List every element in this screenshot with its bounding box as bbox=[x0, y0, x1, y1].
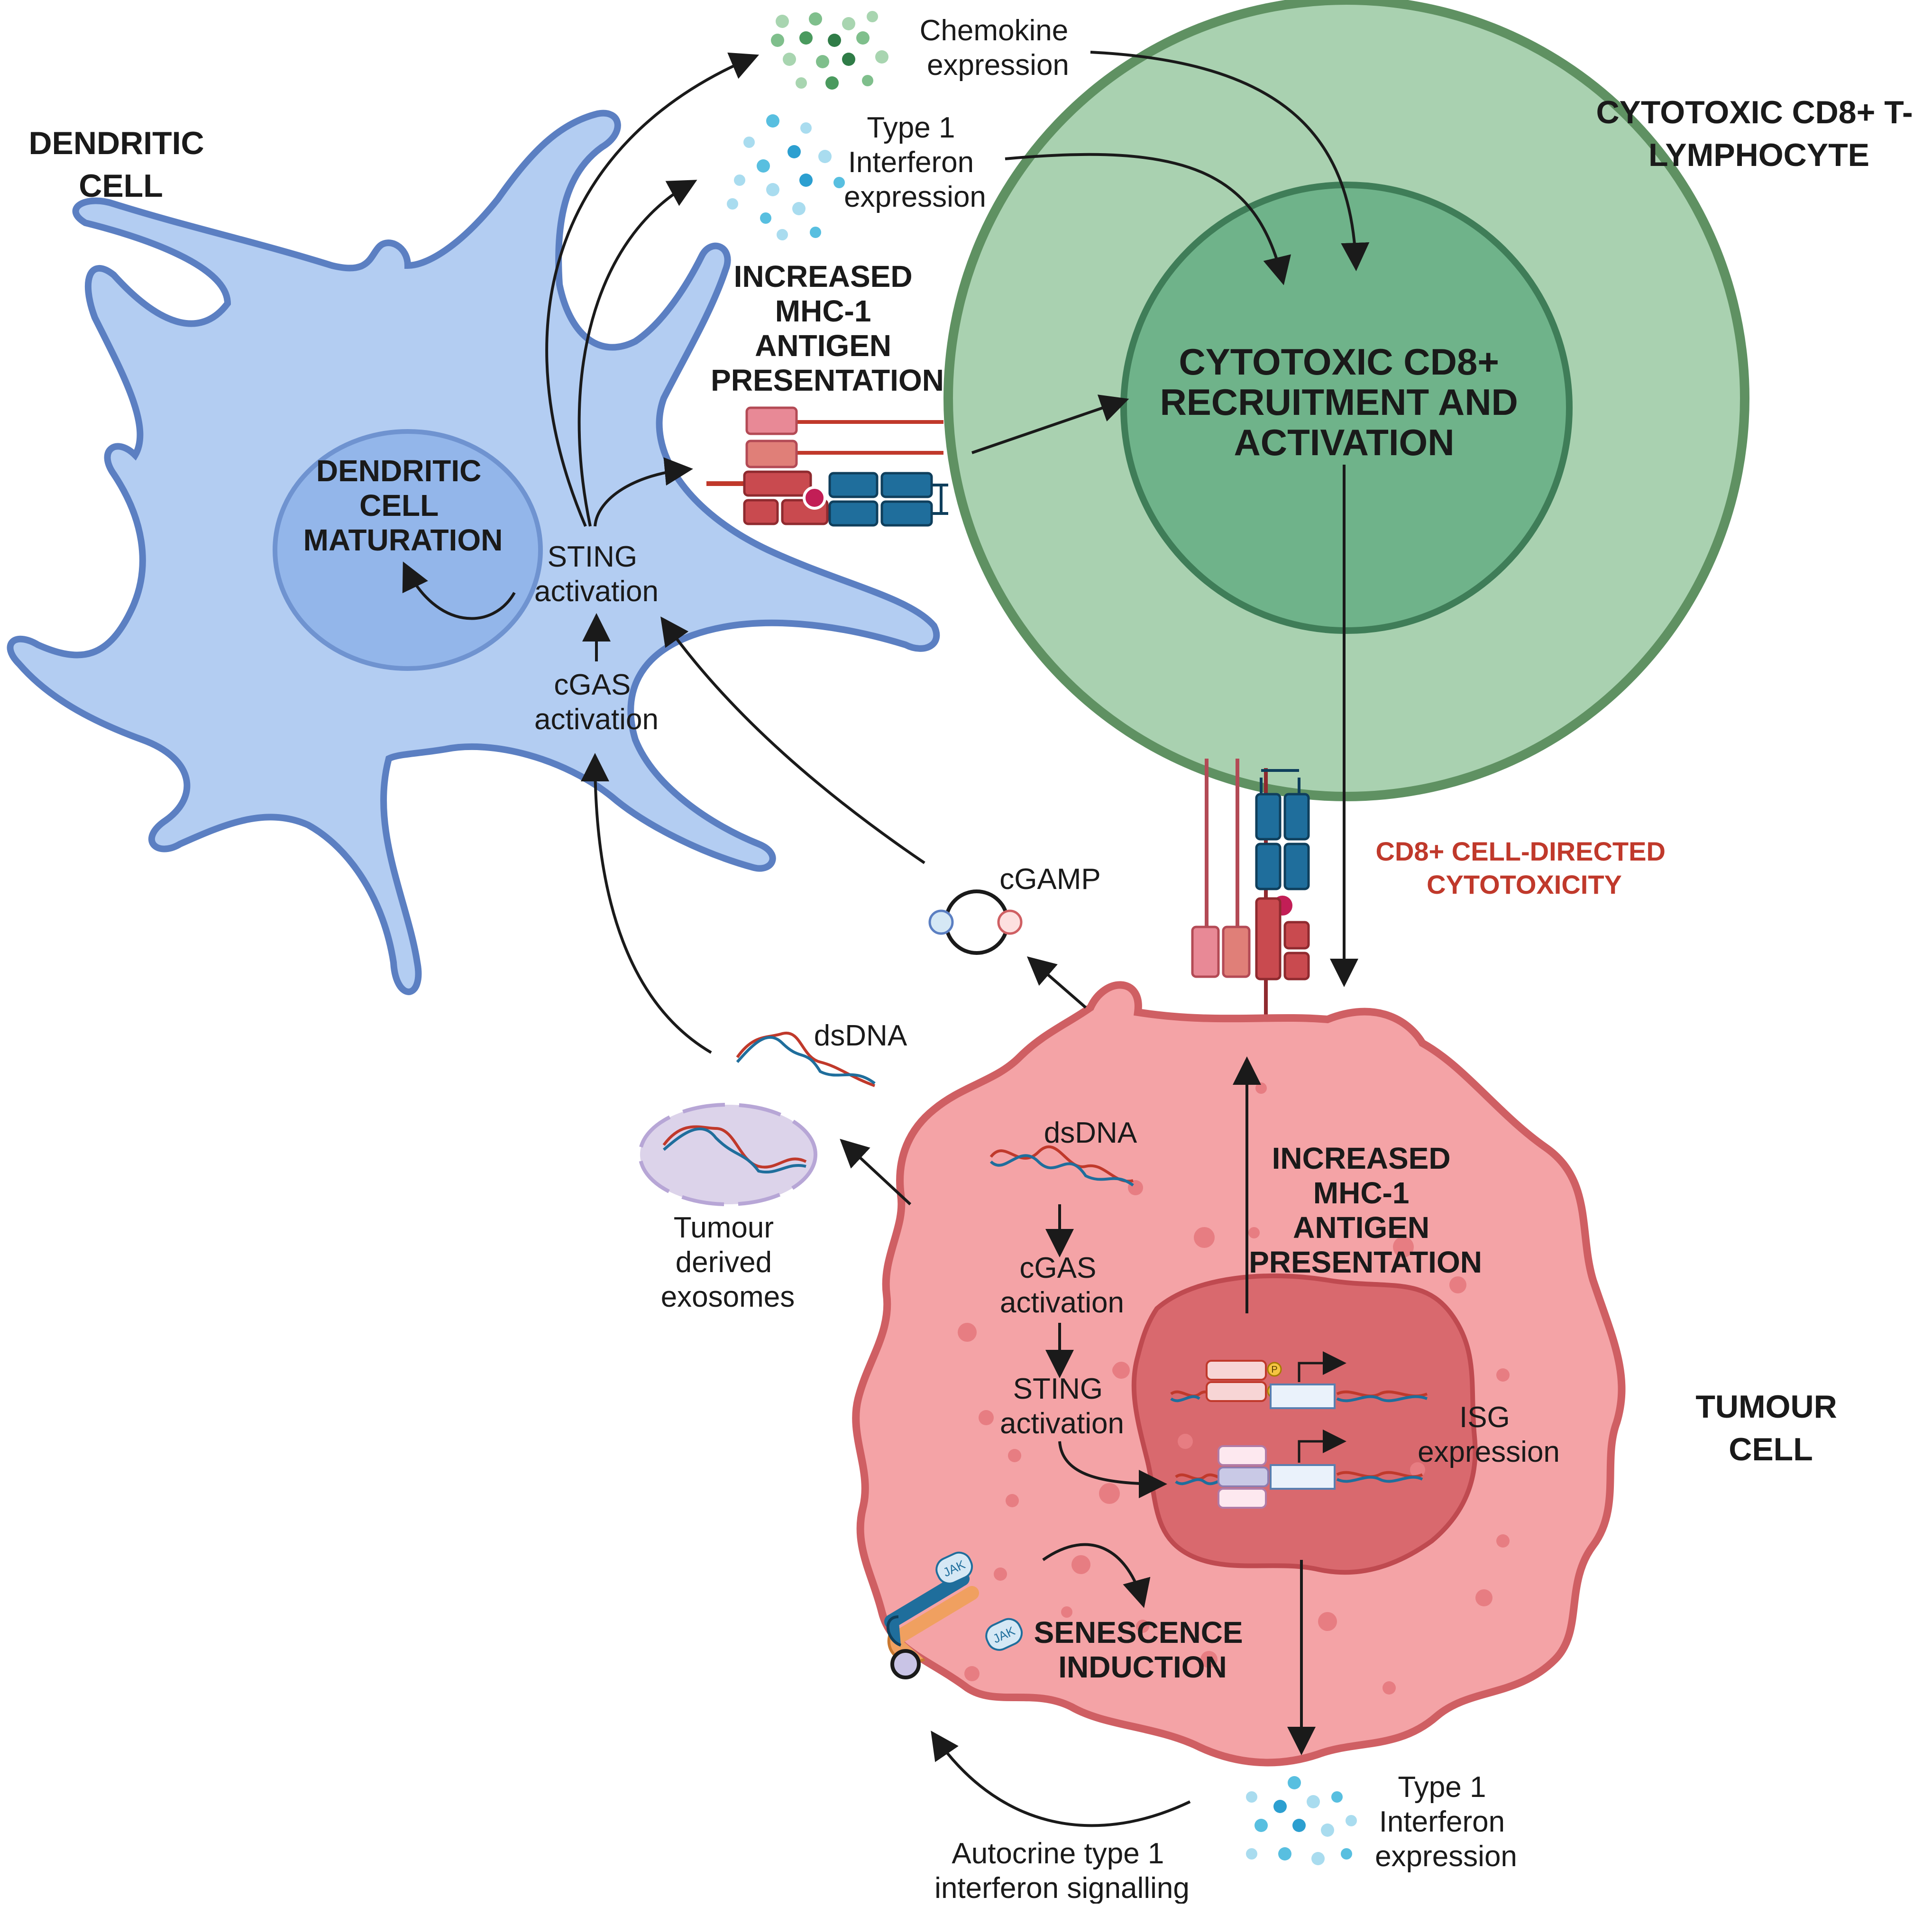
t-cell bbox=[943, 0, 1749, 801]
senescence-induction-label: SENESCENCE INDUCTION bbox=[1034, 1615, 1252, 1684]
cgamp-label: cGAMP bbox=[999, 863, 1101, 896]
jak-receptor: JAK JAK bbox=[884, 1551, 1023, 1679]
arrow-dsdna-to-cgas bbox=[581, 753, 712, 1054]
dendritic-cell bbox=[7, 110, 940, 995]
arrow-chemokine-to-tcell bbox=[1090, 51, 1370, 271]
dc-ifn-dots bbox=[727, 114, 845, 240]
tumour-cell-nucleus bbox=[1131, 1273, 1478, 1575]
dc-ifn-expression-label: Type 1 Interferon expression bbox=[844, 111, 986, 213]
tcell-arrows bbox=[971, 51, 1370, 987]
arrow-autocrine bbox=[931, 1731, 1191, 1827]
tc-dsdna-label: dsDNA bbox=[1044, 1117, 1137, 1149]
arrow-ifn-to-tcell bbox=[1005, 153, 1291, 285]
arrow-cgamp-to-sting bbox=[660, 616, 925, 864]
arrow-tumour-to-cgamp bbox=[1026, 956, 1087, 1009]
tumour-granules bbox=[958, 1082, 1510, 1695]
isg-expression-label: ISG expression bbox=[1418, 1401, 1560, 1468]
dendritic-cell-title: DENDRITIC CELL bbox=[28, 125, 213, 204]
dc-cgas-activation-label: cGAS activation bbox=[534, 669, 659, 736]
ligand-icon bbox=[890, 1649, 921, 1679]
arrow-sting-to-ifn bbox=[577, 180, 697, 527]
cgamp-molecule bbox=[928, 889, 1023, 955]
t-cell-center-label: CYTOTOXIC CD8+ RECRUITMENT AND ACTIVATIO… bbox=[1160, 341, 1528, 463]
dendritic-maturation-label: DENDRITIC CELL MATURATION bbox=[303, 454, 503, 557]
t-cell-title: CYTOTOXIC CD8+ T- LYMPHOCYTE bbox=[1596, 94, 1922, 173]
outside-dsdna-label: dsDNA bbox=[814, 1019, 907, 1052]
tumour-ifn-dots bbox=[1246, 1776, 1357, 1865]
arrow-sting-to-isg bbox=[1058, 1441, 1167, 1498]
dc-sting-activation-label: STING activation bbox=[534, 541, 659, 608]
tumour-exosome bbox=[638, 1103, 817, 1206]
autocrine-signalling-label: Autocrine type 1 interferon signalling bbox=[934, 1837, 1190, 1904]
dc-mhc-presentation-label: INCREASED MHC-1 ANTIGEN PRESENTATION bbox=[711, 259, 944, 397]
tumour-mhc-complex bbox=[1191, 759, 1310, 1024]
chemokine-dots bbox=[771, 11, 888, 90]
tumour-cell-title: TUMOUR CELL bbox=[1695, 1389, 1846, 1467]
svg-text:P: P bbox=[1271, 1365, 1277, 1375]
dc-mhc-complex bbox=[706, 406, 948, 527]
arrow-sting-to-chemokine bbox=[545, 52, 760, 527]
tumour-ifn-expression-label: Type 1 Interferon expression bbox=[1375, 1771, 1517, 1873]
arrow-sting-to-maturation bbox=[402, 561, 516, 620]
chemokine-expression-label: Chemokine expression bbox=[920, 14, 1077, 82]
tumour-gene-promoters: P P bbox=[1170, 1351, 1428, 1509]
tumour-dsdna bbox=[989, 1145, 1134, 1187]
cd8-cytotoxicity-label: CD8+ CELL-DIRECTED CYTOTOXICITY bbox=[1376, 836, 1673, 899]
dc-arrows bbox=[402, 52, 925, 1054]
arrow-sting-to-mhc bbox=[594, 457, 693, 527]
tc-cgas-label: cGAS activation bbox=[1000, 1252, 1124, 1319]
outside-dsdna bbox=[736, 1031, 876, 1087]
arrow-jak-to-senescence bbox=[1042, 1543, 1151, 1608]
tumour-arrows bbox=[840, 956, 1316, 1827]
exosomes-label: Tumour derived exosomes bbox=[661, 1211, 795, 1313]
arrow-mhc-to-tcell bbox=[971, 394, 1129, 454]
tc-mhc-presentation-label: INCREASED MHC-1 ANTIGEN PRESENTATION bbox=[1249, 1141, 1482, 1279]
tc-sting-label: STING activation bbox=[1000, 1373, 1124, 1440]
dendritic-cell-nucleus bbox=[273, 429, 543, 671]
arrow-tumour-to-exosomes bbox=[840, 1138, 912, 1206]
